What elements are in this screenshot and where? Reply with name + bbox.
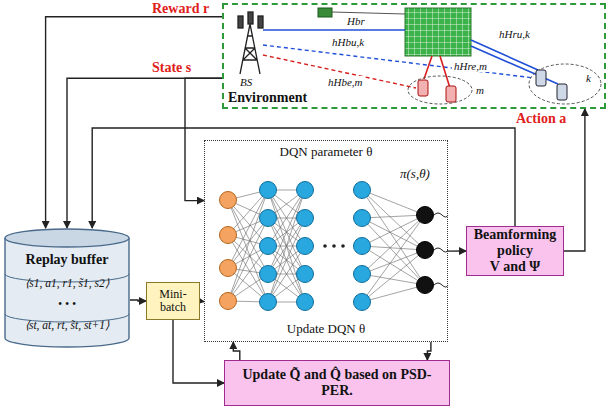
nn-link xyxy=(362,285,425,302)
user-phone xyxy=(536,70,546,86)
update-box: Update Q̃ and Q̂ based on PSD-PER. xyxy=(224,360,450,406)
channel-br xyxy=(263,29,405,31)
connector xyxy=(67,78,222,228)
neuron xyxy=(354,238,371,255)
channel-be xyxy=(263,55,416,88)
nn-link xyxy=(362,190,425,250)
connector xyxy=(92,128,515,228)
eve-phone xyxy=(446,86,456,102)
output-wave xyxy=(434,213,448,217)
node-text: Update DQN θ xyxy=(205,321,447,337)
neuron xyxy=(297,294,314,311)
node-title: Replay buffer xyxy=(26,252,109,268)
neuron xyxy=(297,210,314,227)
neuron xyxy=(220,293,237,310)
connector xyxy=(448,250,466,252)
nn-link xyxy=(362,250,425,302)
neuron xyxy=(260,238,277,255)
cylinder-body xyxy=(5,238,129,347)
nn-link xyxy=(362,246,425,250)
ris-panel xyxy=(405,8,471,56)
policy-box: Beamforming policyV and Ψ xyxy=(466,226,564,276)
environment-region: Environment xyxy=(222,3,606,109)
node-title: DQN parameter θ xyxy=(205,144,447,160)
cylinder-ring xyxy=(5,274,129,322)
connector xyxy=(564,109,585,251)
neuron xyxy=(417,242,434,259)
node-title: Update Q̃ and Q̂ based on PSD-PER. xyxy=(230,367,444,399)
nn-link xyxy=(362,190,425,285)
neuron xyxy=(220,227,237,244)
edge-label: Reward r xyxy=(150,1,211,16)
ris-controller xyxy=(318,8,332,17)
node-title: Mini-batch xyxy=(152,288,194,314)
neural-network xyxy=(220,182,449,311)
channel-label: BS xyxy=(238,76,254,88)
minibatch-box: Mini-batch xyxy=(146,282,200,320)
neuron xyxy=(417,277,434,294)
cylinder-top xyxy=(5,229,129,247)
neuron xyxy=(260,210,277,227)
connector xyxy=(233,342,240,360)
nn-link xyxy=(268,190,305,274)
neuron xyxy=(260,182,277,199)
nn-link xyxy=(362,250,425,274)
connector xyxy=(130,300,146,301)
nn-link xyxy=(268,190,305,274)
output-wave xyxy=(434,283,448,287)
node-text: V and Ψ xyxy=(490,259,540,275)
neuron xyxy=(354,182,371,199)
policy-label: π(s,θ) xyxy=(398,166,432,181)
connector xyxy=(427,342,431,360)
neuron xyxy=(220,260,237,277)
neuron xyxy=(354,294,371,311)
channel-label: m xyxy=(474,84,486,96)
node-text: • • • xyxy=(58,298,76,310)
node-text: ⟨st, at, rt, s̃t, st+1⟩ xyxy=(25,318,109,332)
ellipsis-dot xyxy=(341,244,345,248)
neuron xyxy=(260,266,277,283)
nn-link xyxy=(362,190,425,215)
neuron xyxy=(297,182,314,199)
node-title: Environment xyxy=(228,90,307,106)
nn-link xyxy=(268,218,305,302)
edge-label: State s xyxy=(150,60,193,75)
nn-link xyxy=(362,218,425,250)
channel-label: k xyxy=(584,72,593,84)
replay-buffer: Replay buffer ⟨s1, a1, r1, s̃1, s2⟩ • • • ⟨… xyxy=(4,228,130,348)
channel-label: hHre,m xyxy=(452,60,489,72)
eve-group xyxy=(408,76,472,104)
nn-link xyxy=(268,218,305,302)
channel-label: Hbr xyxy=(345,15,367,27)
user-group xyxy=(529,64,601,104)
neuron xyxy=(354,210,371,227)
neuron xyxy=(297,266,314,283)
edge-label: Action a xyxy=(514,111,568,126)
ellipsis-dot xyxy=(323,244,327,248)
neuron xyxy=(220,192,237,209)
control-link xyxy=(332,12,405,14)
channel-label: hHbu,k xyxy=(330,36,366,48)
connector xyxy=(173,320,224,383)
neuron xyxy=(417,207,434,224)
output-wave xyxy=(434,248,448,252)
nn-link xyxy=(362,215,425,274)
neuron xyxy=(354,266,371,283)
channel-label: hHru,k xyxy=(497,28,532,40)
ellipsis-dot xyxy=(332,244,336,248)
connector xyxy=(46,17,222,228)
nn-link xyxy=(362,215,425,218)
eve-phone xyxy=(418,80,428,96)
neuron xyxy=(260,294,277,311)
nn-link xyxy=(362,215,425,246)
node-text: ⟨s1, a1, r1, s̃1, s2⟩ xyxy=(25,276,108,290)
node-title: Beamforming policy xyxy=(472,227,558,259)
nn-link xyxy=(362,215,425,302)
bs-tower xyxy=(238,12,263,74)
channel-label: hHbe,m xyxy=(326,76,365,88)
neuron xyxy=(297,238,314,255)
user-phone xyxy=(557,84,567,100)
